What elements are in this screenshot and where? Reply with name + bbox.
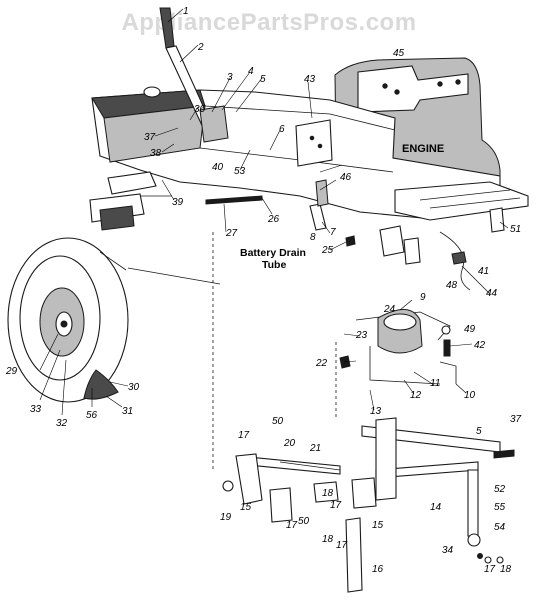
part-number: 44 bbox=[486, 288, 498, 299]
part-number: 17 bbox=[286, 520, 298, 531]
part-number: 33 bbox=[30, 404, 42, 415]
part-number: 26 bbox=[267, 214, 280, 225]
part-number: 39 bbox=[172, 197, 184, 208]
battery-drain-label-line2: Tube bbox=[262, 259, 286, 271]
transmission bbox=[355, 309, 457, 385]
part-number: 40 bbox=[212, 162, 224, 173]
part-number: 12 bbox=[410, 390, 422, 401]
leader-lines bbox=[39, 8, 509, 416]
part-number: 22 bbox=[315, 358, 328, 369]
part-number: 5 bbox=[476, 426, 482, 437]
part-number: 9 bbox=[420, 292, 426, 303]
part-number: 48 bbox=[446, 280, 458, 291]
part-number: 24 bbox=[383, 304, 396, 315]
part-number: 23 bbox=[355, 330, 368, 341]
part-number: 7 bbox=[330, 227, 336, 238]
bolt-25 bbox=[345, 235, 356, 247]
part-number: 49 bbox=[464, 324, 476, 335]
part-number: 17 bbox=[336, 540, 348, 551]
part-number: 46 bbox=[340, 172, 352, 183]
battery-drain-label-line1: Battery Drain bbox=[240, 247, 306, 259]
part-number: 13 bbox=[370, 406, 382, 417]
part-number: 16 bbox=[372, 564, 384, 575]
part-number: 41 bbox=[478, 266, 489, 277]
part-number: 18 bbox=[500, 564, 512, 575]
cable-switch bbox=[439, 231, 491, 295]
lower-linkage bbox=[212, 232, 515, 593]
part-number: 11 bbox=[430, 378, 440, 389]
bolt-42 bbox=[443, 339, 451, 357]
part-number: 52 bbox=[494, 484, 506, 495]
part-number: 54 bbox=[494, 522, 506, 533]
part-number: 50 bbox=[272, 416, 284, 427]
part-number: 19 bbox=[220, 512, 232, 523]
rear-wheel bbox=[7, 237, 221, 403]
part-number: 21 bbox=[309, 443, 321, 454]
part-number: 10 bbox=[464, 390, 476, 401]
part-number: 36 bbox=[194, 104, 206, 115]
part-number-labels: 1 2 3 4 5 36 37 38 40 43 45 6 53 26 39 2… bbox=[5, 6, 522, 575]
part-number: 3 bbox=[227, 72, 233, 83]
part-number: 17 bbox=[330, 500, 342, 511]
part-number: 34 bbox=[442, 545, 454, 556]
part-number: 38 bbox=[150, 148, 162, 159]
part-number: 15 bbox=[372, 520, 384, 531]
part-number: 45 bbox=[393, 48, 405, 59]
part-number: 6 bbox=[279, 124, 285, 135]
part-number: 20 bbox=[283, 438, 296, 449]
battery-drain-callout: Battery Drain Tube bbox=[240, 247, 306, 271]
plate-43 bbox=[295, 119, 333, 167]
part-number: 42 bbox=[474, 340, 486, 351]
part-number: 1 bbox=[183, 6, 189, 17]
part-number: 18 bbox=[322, 534, 334, 545]
part-number: 17 bbox=[238, 430, 250, 441]
engine-bracket bbox=[357, 65, 469, 113]
part-number: 53 bbox=[234, 166, 246, 177]
shift-lever bbox=[159, 7, 229, 143]
part-number: 18 bbox=[322, 488, 334, 499]
part-number: 32 bbox=[56, 418, 68, 429]
part-number: 55 bbox=[494, 502, 506, 513]
part-number: 27 bbox=[225, 228, 238, 239]
pedals bbox=[379, 207, 505, 265]
part-number: 5 bbox=[260, 74, 266, 85]
part-number: 31 bbox=[122, 406, 133, 417]
part-number: 50 bbox=[298, 516, 310, 527]
part-number: 29 bbox=[5, 366, 18, 377]
part-number: 25 bbox=[321, 245, 334, 256]
part-number: 17 bbox=[484, 564, 496, 575]
rod-27 bbox=[205, 195, 263, 205]
part-number: 30 bbox=[128, 382, 140, 393]
part-number: 51 bbox=[510, 224, 521, 235]
part-number: 2 bbox=[197, 42, 204, 53]
brake-linkage bbox=[89, 171, 172, 231]
part-number: 4 bbox=[248, 66, 254, 77]
part-number: 8 bbox=[310, 232, 316, 243]
part-number: 15 bbox=[240, 502, 252, 513]
part-number: 56 bbox=[86, 410, 98, 421]
engine-label: ENGINE bbox=[402, 143, 444, 155]
washer-49 bbox=[441, 325, 451, 335]
part-number: 37 bbox=[144, 132, 156, 143]
part-number: 14 bbox=[430, 502, 442, 513]
part-number: 43 bbox=[304, 74, 316, 85]
part-number: 37 bbox=[510, 414, 522, 425]
